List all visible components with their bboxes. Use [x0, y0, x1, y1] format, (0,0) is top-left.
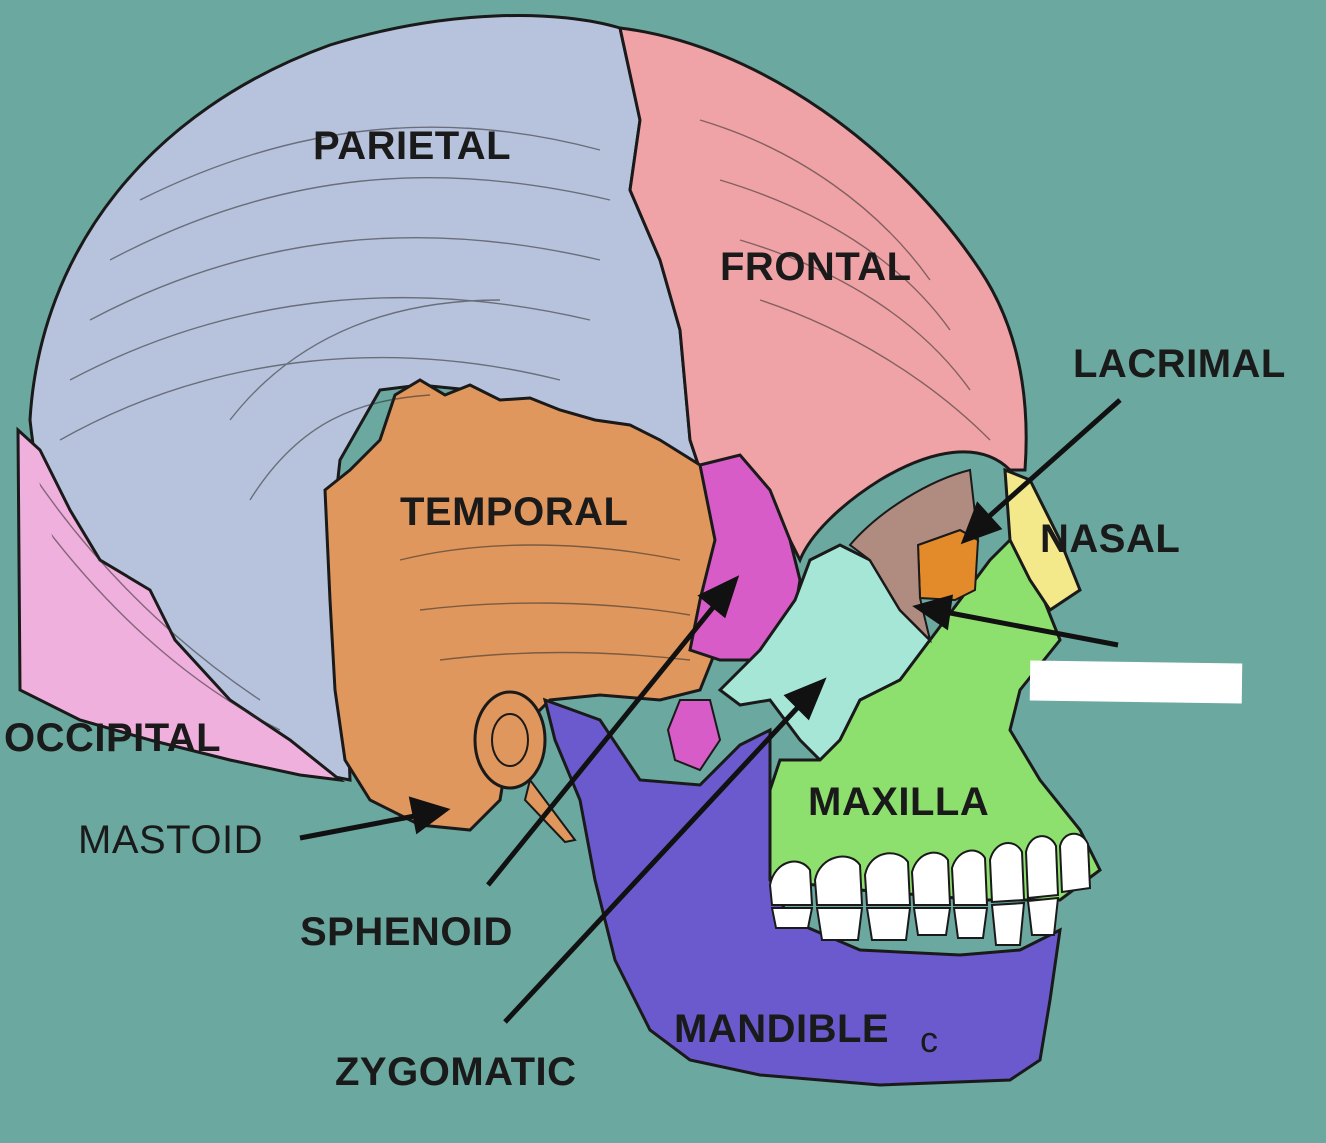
label-occipital: OCCIPITAL: [4, 716, 222, 760]
label-sphenoid: SPHENOID: [300, 910, 513, 954]
label-nasal: NASAL: [1040, 517, 1181, 561]
label-zygomatic: ZYGOMATIC: [335, 1050, 577, 1094]
label-parietal: PARIETAL: [313, 124, 512, 168]
occipital-region: [16, 426, 346, 783]
label-mandible: MANDIBLE: [674, 1007, 890, 1051]
mandible-region: [542, 697, 1062, 1087]
blank-label-box: [1029, 660, 1243, 704]
label-lacrimal: LACRIMAL: [1073, 342, 1286, 386]
nasal-region: [1003, 467, 1082, 613]
hatching: [30, 119, 991, 731]
label-maxilla: MAXILLA: [808, 780, 990, 824]
ear-canal: [473, 690, 547, 790]
lower-teeth: [770, 896, 1060, 946]
label-temporal: TEMPORAL: [400, 490, 629, 534]
upper-teeth: [768, 832, 1092, 906]
label-mastoid: MASTOID: [78, 818, 264, 862]
stray-mark: c: [920, 1019, 939, 1060]
sphenoid-lower: [666, 699, 722, 772]
label-frontal: FRONTAL: [720, 245, 912, 289]
frontal-region: [618, 26, 1028, 564]
pointer-arrows: [299, 398, 1122, 1024]
